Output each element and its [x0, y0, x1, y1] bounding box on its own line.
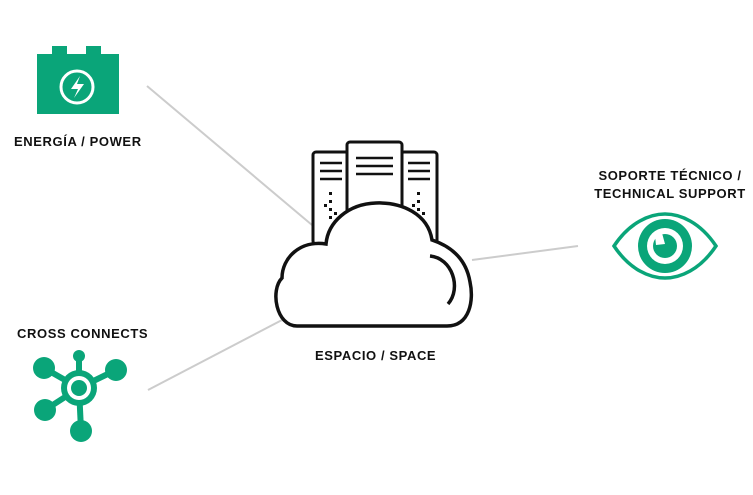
support-label: SOPORTE TÉCNICO / TECHNICAL SUPPORT — [590, 167, 750, 203]
power-label: ENERGÍA / POWER — [14, 134, 142, 149]
cross-connects-label: CROSS CONNECTS — [17, 326, 149, 341]
connector-cross — [147, 319, 283, 391]
eye-icon — [611, 212, 719, 280]
support-label-line2: TECHNICAL SUPPORT — [594, 186, 746, 201]
support-label-line1: SOPORTE TÉCNICO / — [598, 168, 742, 183]
space-label: ESPACIO / SPACE — [315, 348, 437, 363]
connector-power — [146, 85, 313, 226]
network-hub-icon — [33, 350, 127, 442]
battery-bolt-icon — [37, 46, 119, 114]
connector-support — [471, 245, 579, 261]
cloud-servers-icon — [274, 140, 474, 328]
